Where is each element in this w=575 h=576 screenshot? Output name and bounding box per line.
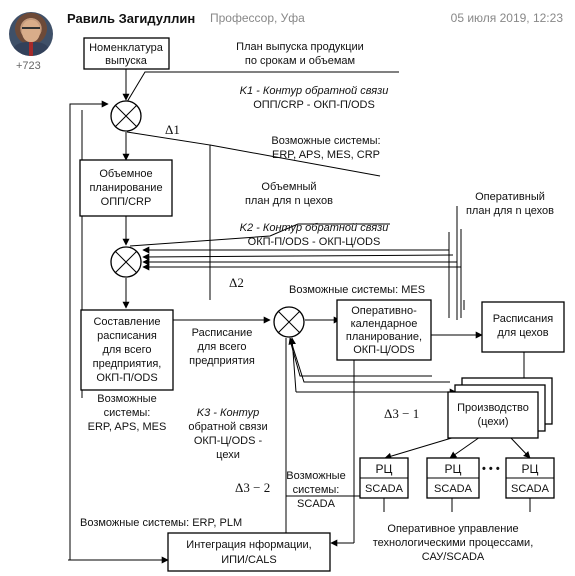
diagram-text: ОКП-П/ODS bbox=[96, 372, 157, 384]
diagram-text: планирование bbox=[89, 182, 162, 194]
post-date: 05 июля 2019, 12:23 bbox=[450, 11, 563, 25]
avatar-tie bbox=[29, 42, 33, 56]
sum-junction-3 bbox=[273, 306, 305, 338]
label-systems-erp-plm: Возможные системы: ERP, PLM bbox=[80, 517, 242, 529]
post-header: +723 Равиль Загидуллин Профессор, Уфа 05… bbox=[0, 0, 575, 80]
avatar-glasses bbox=[22, 27, 40, 33]
diagram-text: Номенклатура bbox=[89, 42, 164, 54]
diagram-text: Оперативно- bbox=[351, 305, 417, 317]
diagram-text: САУ/SCADA bbox=[422, 551, 485, 563]
diagram-text: Интеграция нформации, bbox=[186, 539, 311, 551]
diagram-text: ОПП/CRP - ОКП-П/ODS bbox=[253, 99, 375, 111]
workcenter-ellipsis: • • • bbox=[482, 463, 500, 475]
diagram-text: РЦ bbox=[522, 462, 539, 476]
label-k2: K2 - Контур обратной связи ОКП-П/ODS - О… bbox=[240, 222, 389, 248]
diagram-text: план для n цехов bbox=[245, 195, 333, 207]
box-production-stack: Производство (цехи) bbox=[447, 377, 553, 439]
label-enterprise-schedule-output: Расписание для всего предприятия bbox=[189, 327, 255, 367]
diagram-text: план для n цехов bbox=[466, 205, 554, 217]
diagram-text: по срокам и объемам bbox=[245, 55, 355, 67]
diagram-text: SCADA bbox=[511, 483, 550, 495]
author-name[interactable]: Равиль Загидуллин bbox=[67, 11, 196, 26]
diagram-text: обратной связи bbox=[188, 421, 267, 433]
label-systems-2: Возможные системы: ERP, APS, MES bbox=[88, 393, 167, 433]
label-systems-1: Возможные системы: ERP, APS, MES, CRP bbox=[271, 135, 380, 161]
diagram-text: K2 - Контур обратной связи bbox=[240, 222, 389, 234]
diagram-text: Оперативный bbox=[475, 191, 545, 203]
diagram-text: Производство bbox=[457, 402, 529, 414]
label-delta2: Δ2 bbox=[229, 275, 244, 290]
box-shop-schedules: Расписания для цехов bbox=[481, 301, 565, 353]
diagram-text: РЦ bbox=[376, 462, 393, 476]
box-nomenclature: Номенклатура выпуска bbox=[83, 37, 170, 70]
diagram-text: SCADA bbox=[434, 483, 473, 495]
diagram-text: (цехи) bbox=[477, 416, 508, 428]
diagram-text: цехи bbox=[216, 449, 240, 461]
label-delta3-1: Δ3 − 1 bbox=[384, 406, 419, 421]
diagram-text: ОКП-Ц/ODS - bbox=[194, 435, 263, 447]
label-systems-scada: Возможные системы: SCADA bbox=[286, 470, 345, 510]
diagram-text: ОПП/CRP bbox=[101, 196, 152, 208]
label-operational-control: Оперативное управление технологическими … bbox=[373, 523, 534, 563]
diagram-text: ОКП-Ц/ODS bbox=[353, 344, 415, 356]
diagram-text: K3 - Контур bbox=[197, 407, 259, 419]
diagram-text: расписания bbox=[97, 330, 157, 342]
box-integration: Интеграция нформации, ИПИ/CALS bbox=[167, 532, 331, 572]
sum-junction-1 bbox=[110, 100, 142, 132]
diagram-text: Составление bbox=[93, 316, 160, 328]
diagram-text: ИПИ/CALS bbox=[221, 554, 277, 566]
diagram-text: системы: bbox=[293, 484, 340, 496]
diagram-text: Оперативное управление bbox=[387, 523, 518, 535]
diagram-text: предприятия bbox=[189, 355, 255, 367]
diagram-text: для цехов bbox=[497, 327, 548, 339]
karma-count: +723 bbox=[16, 60, 41, 72]
diagram-text: SCADA bbox=[297, 498, 336, 510]
diagram-text: Возможные bbox=[286, 470, 345, 482]
label-plan-release: План выпуска продукции по срокам и объем… bbox=[236, 41, 364, 67]
diagram-text: Возможные системы: bbox=[271, 135, 380, 147]
diagram-text: технологическими процессами, bbox=[373, 537, 534, 549]
author-avatar[interactable] bbox=[9, 12, 53, 56]
box-enterprise-schedule: Составление расписания для всего предпри… bbox=[80, 309, 174, 391]
diagram-text: предприятия, bbox=[93, 358, 162, 370]
diagram-text: выпуска bbox=[105, 55, 148, 67]
diagram-text: Возможные bbox=[97, 393, 156, 405]
diagram-text: Расписание bbox=[192, 327, 253, 339]
label-operative-plan: Оперативный план для n цехов bbox=[466, 191, 554, 217]
diagram-text: планирование, bbox=[346, 331, 422, 343]
box-operative-planning: Оперативно- календарное планирование, ОК… bbox=[336, 299, 432, 361]
box-volume-planning: Объемное планирование ОПП/CRP bbox=[79, 159, 173, 217]
diagram-text: РЦ bbox=[445, 462, 462, 476]
box-workcenter-2: РЦ SCADA bbox=[426, 457, 480, 499]
diagram-text: Объемный bbox=[261, 181, 316, 193]
label-delta1: Δ1 bbox=[165, 122, 180, 137]
label-systems-mes: Возможные системы: MES bbox=[289, 284, 425, 296]
label-volume-plan: Объемный план для n цехов bbox=[245, 181, 333, 207]
diagram-text: Объемное bbox=[99, 168, 152, 180]
diagram-text: для всего bbox=[197, 341, 246, 353]
diagram-text: календарное bbox=[351, 318, 418, 330]
diagram-text: SCADA bbox=[365, 483, 404, 495]
diagram-text: системы: bbox=[104, 407, 151, 419]
sum-junction-2 bbox=[110, 246, 142, 278]
label-k1: K1 - Контур обратной связи ОПП/CRP - ОКП… bbox=[240, 85, 389, 111]
diagram-text: для всего bbox=[102, 344, 151, 356]
diagram-text: Расписания bbox=[493, 313, 554, 325]
author-role: Профессор, Уфа bbox=[210, 11, 305, 25]
box-workcenter-n: РЦ SCADA bbox=[505, 457, 555, 499]
label-delta3-2: Δ3 − 2 bbox=[235, 480, 270, 495]
diagram-text: ERP, APS, MES, CRP bbox=[272, 149, 380, 161]
diagram-text: План выпуска продукции bbox=[236, 41, 364, 53]
box-workcenter-1: РЦ SCADA bbox=[359, 457, 409, 499]
diagram-text: ОКП-П/ODS - ОКП-Ц/ODS bbox=[248, 236, 381, 248]
label-k3: K3 - Контур обратной связи ОКП-Ц/ODS - ц… bbox=[188, 407, 267, 461]
avatar-face bbox=[22, 20, 40, 42]
diagram-text: K1 - Контур обратной связи bbox=[240, 85, 389, 97]
diagram-text: ERP, APS, MES bbox=[88, 421, 167, 433]
